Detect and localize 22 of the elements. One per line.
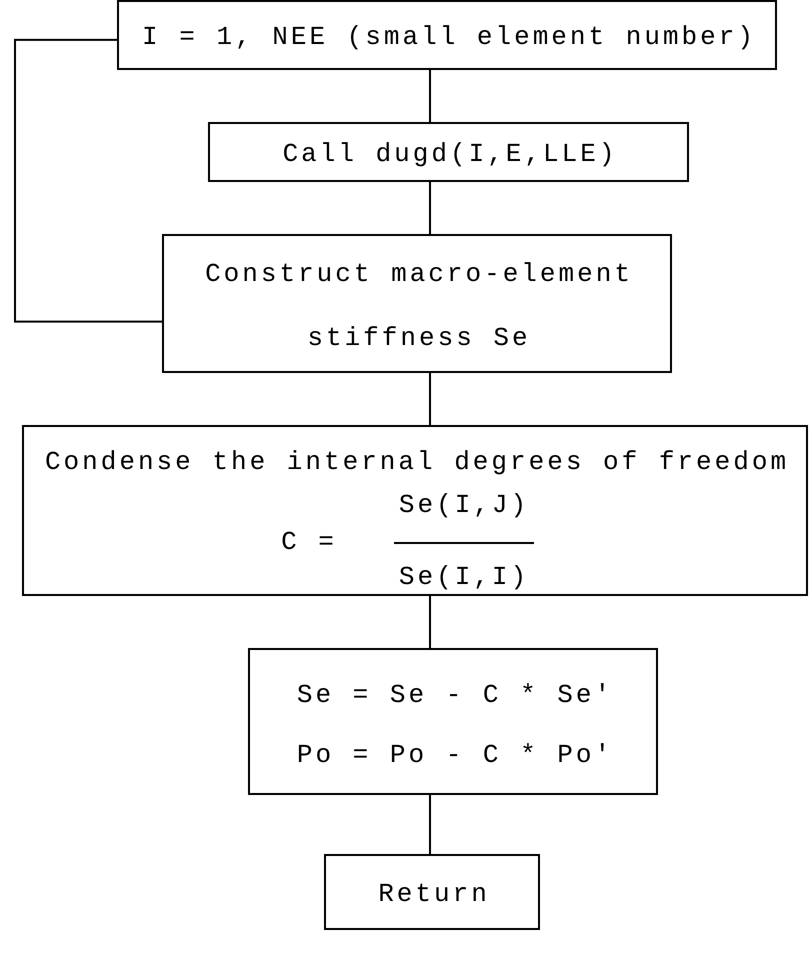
connector-line bbox=[429, 70, 431, 122]
connector-line bbox=[429, 373, 431, 425]
formula-text: C = bbox=[281, 527, 337, 557]
node-text: Call dugd(I,E,LLE) bbox=[282, 139, 618, 169]
process-box bbox=[208, 122, 689, 182]
node-text: Se = Se - C * Se′ bbox=[296, 680, 614, 710]
node-text: I = 1, NEE (small element number) bbox=[142, 22, 756, 52]
node-text: Po = Po - C * Po′ bbox=[296, 740, 614, 770]
process-box bbox=[117, 0, 777, 70]
node-text: Construct macro-element stiffness Se bbox=[204, 258, 634, 355]
connector-line bbox=[429, 795, 431, 854]
process-box bbox=[248, 648, 658, 795]
formula-text: Se(I,I) bbox=[398, 562, 530, 592]
connector-line bbox=[14, 38, 162, 323]
process-box bbox=[22, 425, 808, 596]
connector-line bbox=[429, 596, 431, 648]
node-text: Condense the internal degrees of freedom bbox=[44, 447, 790, 477]
connector-line bbox=[429, 182, 431, 234]
formula-text: Se(I,J) bbox=[398, 490, 530, 520]
process-box bbox=[324, 854, 540, 930]
process-box bbox=[162, 234, 672, 373]
node-text: Return bbox=[378, 879, 490, 909]
